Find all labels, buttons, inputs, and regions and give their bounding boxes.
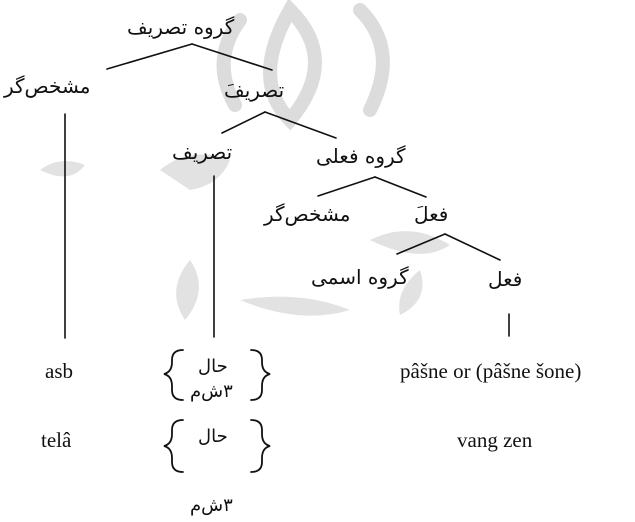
example-1-feature-tense: حال (198, 356, 228, 377)
example-2-predicate: vang zen (457, 428, 533, 452)
example-1-predicate: pâšne or (pâšne šone) (400, 359, 582, 383)
node-inflection: تصریف (172, 140, 233, 164)
example-2-feature-agreement: ۳ش‌م (190, 495, 233, 516)
node-verb: فعل (488, 267, 523, 291)
node-verb-bar: فعلَ (414, 202, 449, 226)
example-2-subject: telâ (41, 428, 72, 452)
node-root: گروه تصریف (127, 15, 235, 39)
node-inflection-bar: تصریفَ (224, 78, 285, 102)
watermark-logo (40, 0, 450, 320)
example-1-feature-agreement: ۳ش‌م (190, 381, 233, 402)
node-verb-phrase: گروه فعلی (316, 144, 406, 168)
example-2-feature-tense: حال (198, 426, 228, 447)
node-left-specifier: مشخص‌گر (4, 74, 91, 98)
node-verb-specifier: مشخص‌گر (264, 202, 351, 226)
example-1-subject: asb (45, 359, 73, 383)
node-noun-phrase: گروه اسمی (311, 265, 409, 289)
